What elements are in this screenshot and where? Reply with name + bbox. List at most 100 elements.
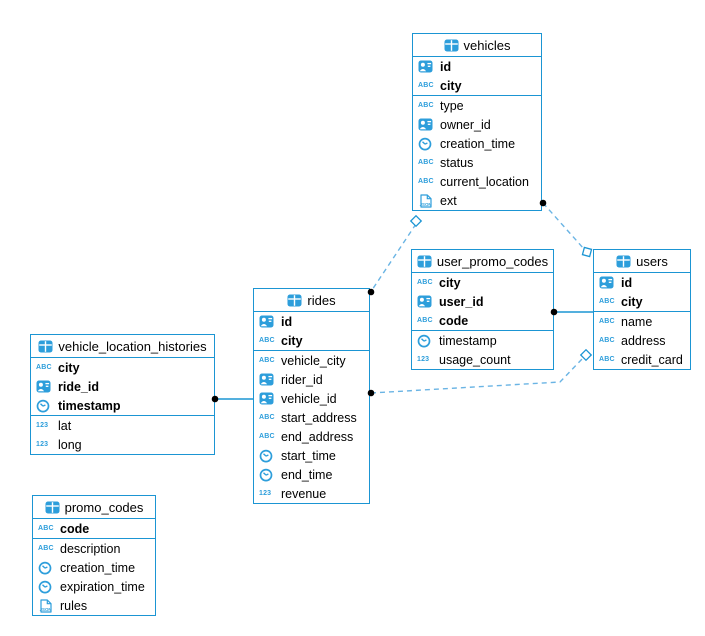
string-abc-icon: ABC [418, 159, 434, 166]
id-badge-icon [418, 118, 436, 131]
clock-icon [259, 449, 277, 463]
column-vehicle_id[interactable]: vehicle_id [254, 389, 369, 408]
column-timestamp[interactable]: timestamp [412, 331, 553, 350]
column-name: owner_id [440, 117, 491, 132]
relation-diamond-endpoint [409, 214, 423, 228]
relation-vehicles-users[interactable] [542, 202, 585, 250]
number-123-icon: 123 [259, 490, 272, 497]
column-id[interactable]: id [594, 273, 690, 292]
column-name: end_time [281, 467, 333, 482]
column-name: type [440, 98, 464, 113]
table-header[interactable]: promo_codes [33, 496, 155, 519]
column-name: start_address [281, 410, 357, 425]
id-badge-icon [259, 392, 277, 405]
string-abc-icon: ABC [417, 279, 433, 286]
column-expiration_time[interactable]: expiration_time [33, 577, 155, 596]
column-rider_id[interactable]: rider_id [254, 370, 369, 389]
column-creation_time[interactable]: creation_time [413, 134, 541, 153]
string-abc-icon: ABC [36, 364, 52, 371]
string-abc-icon: ABC [599, 356, 615, 363]
json-document-icon: JSON [418, 193, 436, 208]
column-name: id [621, 275, 633, 290]
table-icon [45, 501, 60, 514]
column-ext[interactable]: JSON ext [413, 191, 541, 210]
column-usage_count[interactable]: 123 usage_count [412, 350, 553, 369]
relation-diamond-endpoint [579, 348, 593, 362]
table-title: vehicle_location_histories [58, 338, 207, 354]
columns-section: timestamp 123 usage_count [412, 331, 553, 369]
column-start_time[interactable]: start_time [254, 446, 369, 465]
clock-icon [38, 561, 56, 575]
table-title: user_promo_codes [436, 253, 549, 269]
string-abc-icon: ABC [599, 318, 615, 325]
column-name: long [58, 437, 82, 452]
column-name: vehicle_city [281, 353, 346, 368]
table-title: users [636, 253, 668, 269]
column-end_time[interactable]: end_time [254, 465, 369, 484]
number-123-icon: 123 [417, 356, 430, 363]
table-header[interactable]: rides [254, 289, 369, 312]
column-name: id [281, 314, 293, 329]
column-timestamp[interactable]: timestamp [31, 396, 214, 415]
column-name: timestamp [439, 333, 497, 348]
table-icon [616, 255, 631, 268]
column-id[interactable]: id [413, 57, 541, 76]
column-ride_id[interactable]: ride_id [31, 377, 214, 396]
column-user_id[interactable]: user_id [412, 292, 553, 311]
relation-vehicles-rides[interactable] [371, 223, 417, 291]
column-id[interactable]: id [254, 312, 369, 331]
column-creation_time[interactable]: creation_time [33, 558, 155, 577]
table-header[interactable]: users [594, 250, 690, 273]
column-owner_id[interactable]: owner_id [413, 115, 541, 134]
id-badge-icon [418, 60, 436, 73]
table-header[interactable]: vehicle_location_histories [31, 335, 214, 358]
column-name: ext [440, 193, 457, 208]
relation-diamond-endpoint [581, 246, 593, 258]
column-name: creation_time [60, 560, 136, 575]
table-icon [417, 255, 432, 268]
table-header[interactable]: vehicles [413, 34, 541, 57]
column-name: id [440, 59, 452, 74]
column-name: usage_count [439, 352, 511, 367]
clock-icon [259, 468, 277, 482]
string-abc-icon: ABC [38, 545, 54, 552]
table-header[interactable]: user_promo_codes [412, 250, 553, 273]
column-name: expiration_time [60, 579, 145, 594]
column-name: vehicle_id [281, 391, 337, 406]
string-abc-icon: ABC [259, 337, 275, 344]
string-abc-icon: ABC [38, 525, 54, 532]
